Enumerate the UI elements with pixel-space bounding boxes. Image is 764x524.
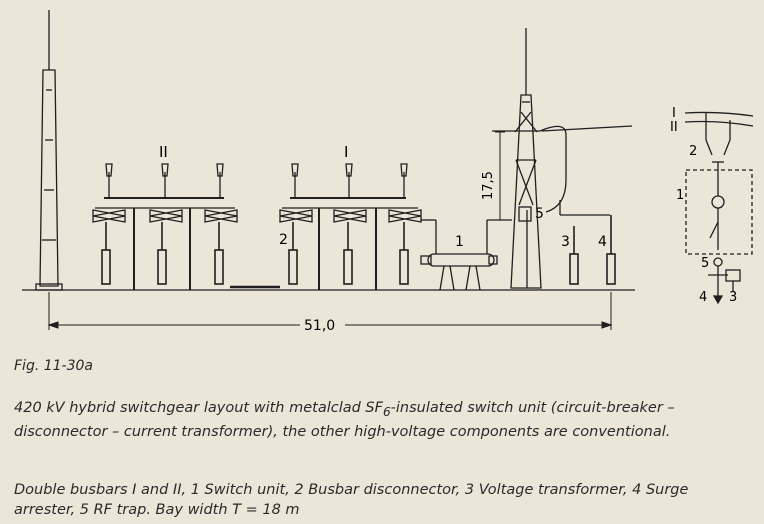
schematic-bus-label-i: I xyxy=(672,106,676,121)
switchgear-layout-diagram: II I 2 1 5 3 4 17,5 51,0 I II 2 1 5 4 3 xyxy=(22,10,754,334)
figure-number: Fig. 11-30a xyxy=(14,358,93,374)
voltage-transformer-and-arrester xyxy=(569,215,616,285)
description-part-b: -insulated switch unit (circuit-breaker … xyxy=(14,400,675,440)
busbar-label-i: I xyxy=(344,143,348,161)
callout-busbar-disconnector: 2 xyxy=(279,232,288,248)
length-dimension-label: 51,0 xyxy=(304,318,335,334)
rf-trap xyxy=(518,206,532,222)
callout-rf-trap: 5 xyxy=(535,206,544,222)
switch-unit xyxy=(420,219,512,291)
support-insulators xyxy=(101,222,409,289)
schematic-callout-2: 2 xyxy=(689,144,697,159)
length-dimension-line xyxy=(47,292,613,330)
busbar-disconnectors xyxy=(92,209,436,223)
height-dimension-line xyxy=(495,131,505,221)
lattice-tower xyxy=(492,28,633,289)
busbar-gantry-i xyxy=(282,163,418,290)
schematic-bus-label-ii: II xyxy=(670,120,678,135)
schematic-callout-5: 5 xyxy=(701,256,709,271)
figure-legend: Double busbars I and II, 1 Switch unit, … xyxy=(14,482,689,518)
schematic-callout-1: 1 xyxy=(676,188,684,203)
callout-surge-arrester: 4 xyxy=(598,234,607,250)
lightning-mast-left xyxy=(35,10,63,291)
height-dimension-label: 17,5 xyxy=(481,171,496,200)
description-subscript: 6 xyxy=(382,404,391,419)
single-line-schematic xyxy=(684,111,754,305)
schematic-callout-4: 4 xyxy=(699,290,707,305)
callout-switch-unit: 1 xyxy=(455,234,464,250)
callout-voltage-transformer: 3 xyxy=(561,234,570,250)
description-part-a: 420 kV hybrid switchgear layout with met… xyxy=(14,400,383,416)
schematic-callout-3: 3 xyxy=(729,290,737,305)
busbar-gantry-ii xyxy=(95,163,235,290)
figure-description: 420 kV hybrid switchgear layout with met… xyxy=(14,398,754,442)
busbar-label-ii: II xyxy=(159,143,168,161)
